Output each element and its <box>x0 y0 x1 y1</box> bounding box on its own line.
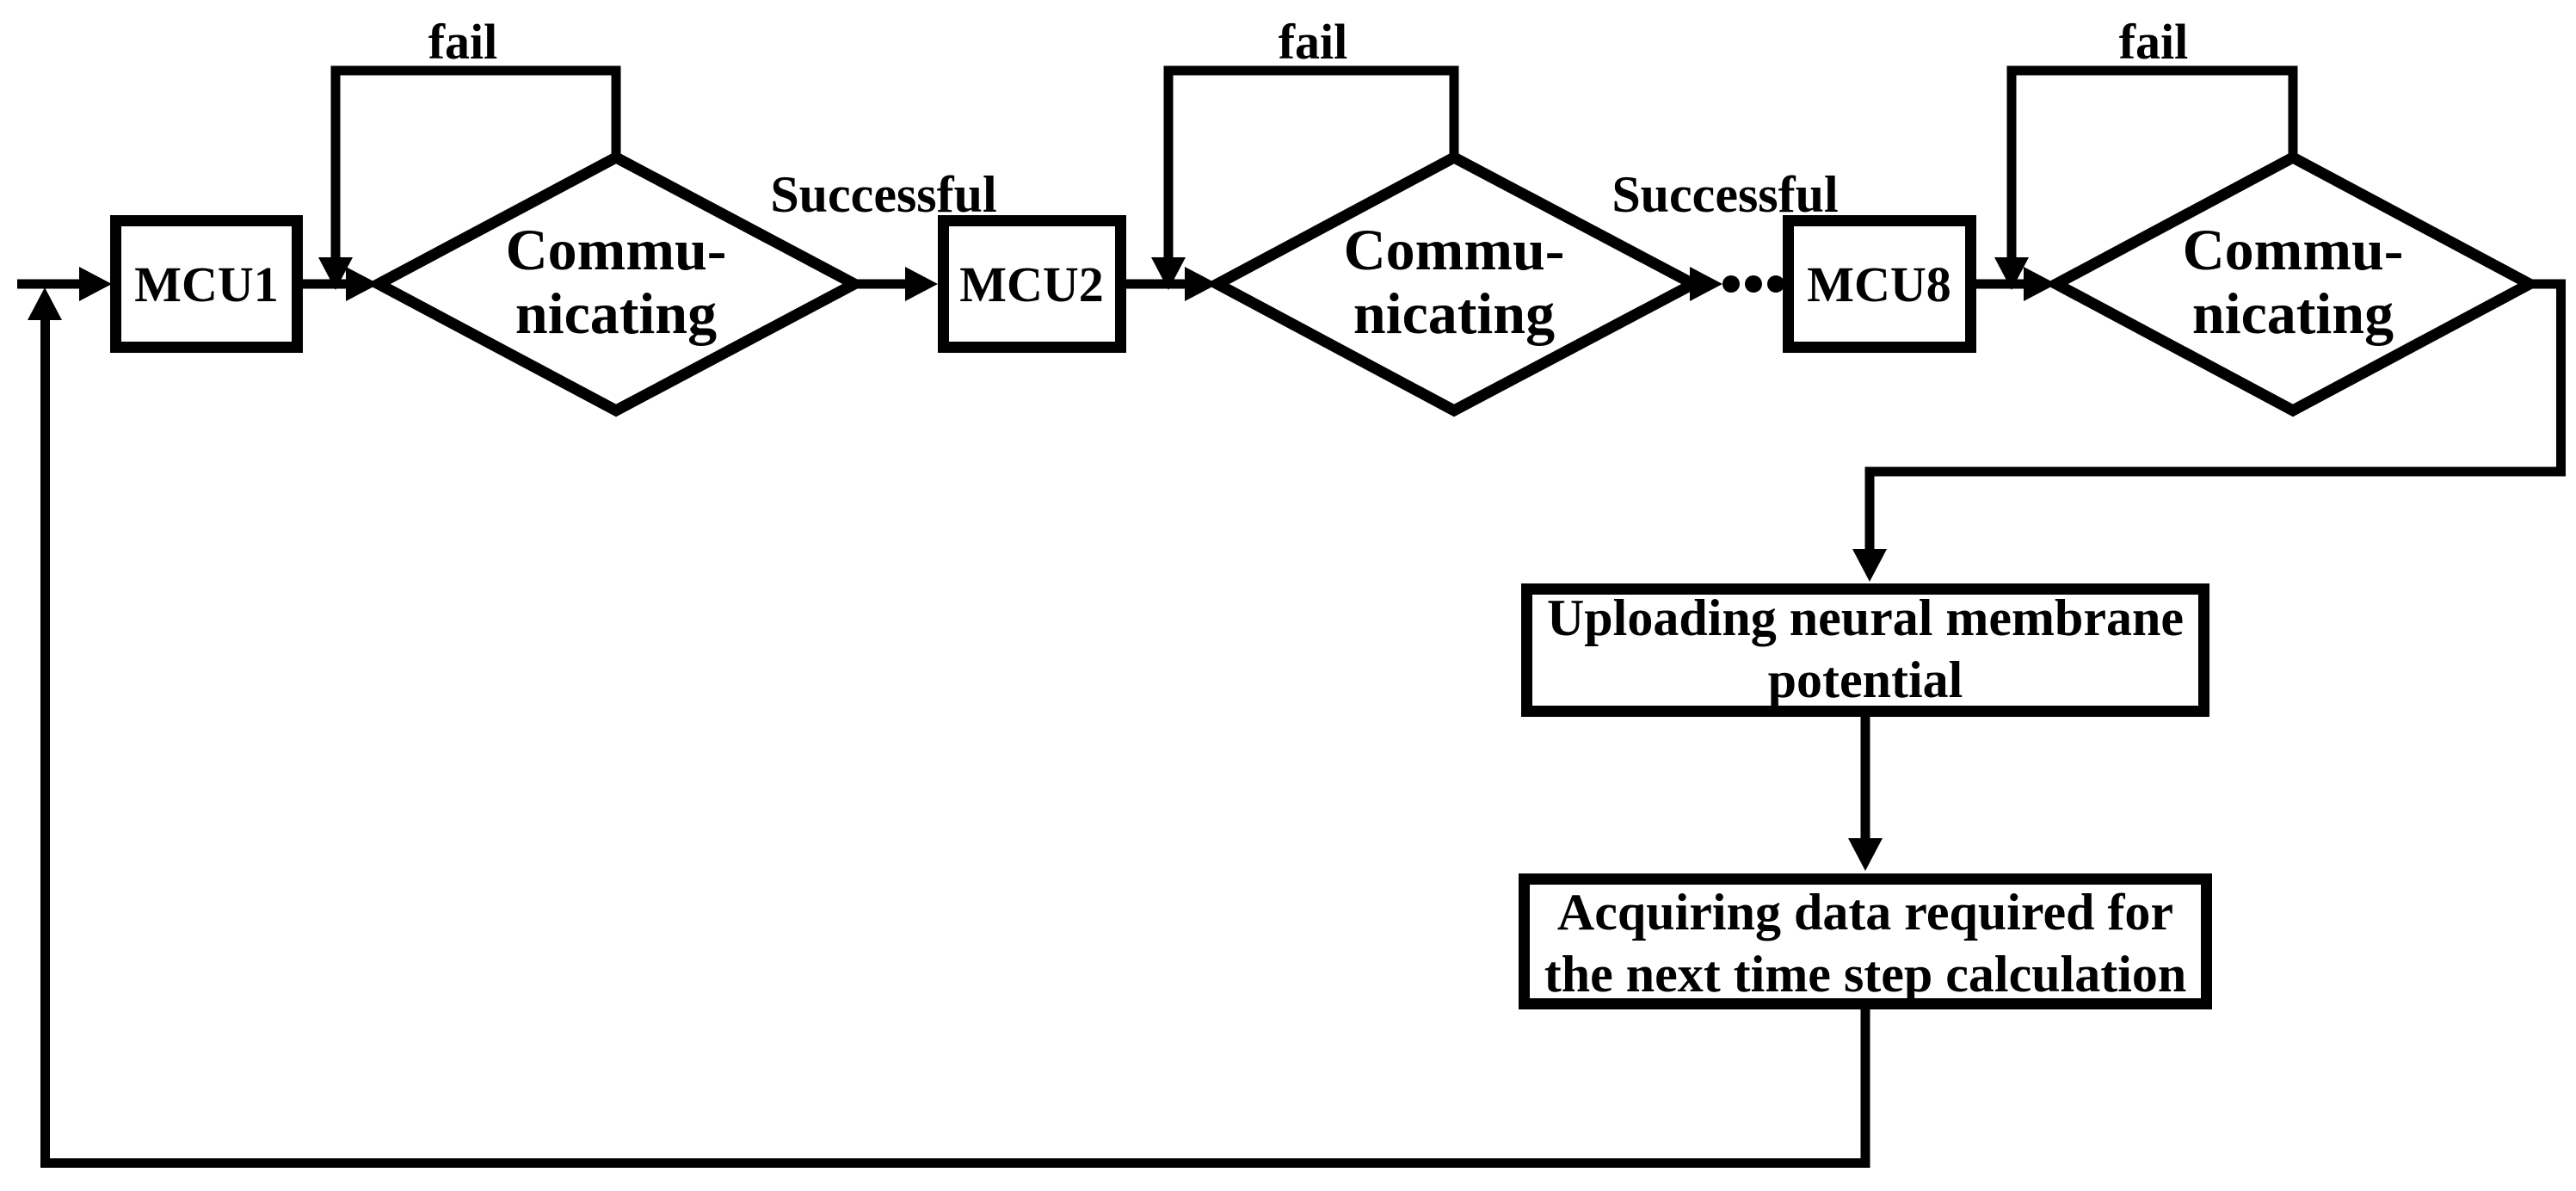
arrowhead-into-acquire-icon <box>1848 838 1883 871</box>
acquire-label-line2: the next time step calculation <box>1544 946 2187 1003</box>
arrowhead-before-dots-icon <box>1690 267 1722 301</box>
node-communicating-1: Commu- nicating <box>367 151 866 417</box>
fail-loop-3-line <box>2006 65 2298 258</box>
successful-label-2: Successful <box>1612 166 1838 223</box>
edge-fail-loop-2 <box>1151 65 1459 290</box>
arrowhead-fail-3-icon <box>1994 257 2029 290</box>
arrowhead-into-mcu2-icon <box>905 267 938 301</box>
mcu2-box <box>938 215 1126 353</box>
arrowhead-into-upload-icon <box>1852 549 1887 582</box>
arrowhead-feedback-up-icon <box>28 287 62 320</box>
fail-label-2: fail <box>1279 14 1348 70</box>
node-upload-potential: Uploading neural membrane potential <box>1521 583 2209 717</box>
mcu8-label: MCU8 <box>1807 256 1951 312</box>
fail-loop-2-line <box>1163 65 1459 258</box>
decision3-diamond <box>2044 151 2542 417</box>
arrowhead-into-decision3-icon <box>2024 267 2056 301</box>
arrowhead-into-decision2-icon <box>1185 267 1217 301</box>
mcu2-label: MCU2 <box>959 256 1104 312</box>
ellipsis-dot-1 <box>1722 275 1740 293</box>
acquire-label-line1: Acquiring data required for <box>1557 884 2173 941</box>
edge-fail-loop-1 <box>318 65 621 290</box>
ellipsis-dot-2 <box>1745 275 1762 293</box>
edge-feedback-loop <box>28 287 1870 1168</box>
upload-box <box>1521 583 2209 717</box>
upload-label-line2: potential <box>1768 651 1963 708</box>
ellipsis-dot-3 <box>1767 275 1784 293</box>
mcu1-label: MCU1 <box>134 256 279 312</box>
acquire-box <box>1519 873 2212 1009</box>
node-communicating-2: Commu- nicating <box>1205 151 1705 417</box>
decision2-label-line1: Commu- <box>1344 217 1565 282</box>
node-acquire-data: Acquiring data required for the next tim… <box>1519 873 2212 1009</box>
edge-start-into-mcu1 <box>17 267 112 301</box>
upload-label-line1: Uploading neural membrane <box>1547 589 2184 646</box>
edge-mcu8-to-decision3 <box>1976 267 2056 301</box>
node-mcu1: MCU1 <box>110 215 303 353</box>
fail-label-1: fail <box>428 14 498 70</box>
mcu1-box <box>110 215 303 353</box>
decision3-label-line1: Commu- <box>2183 217 2404 282</box>
decision2-diamond <box>1205 151 1705 417</box>
fail-loop-1-line <box>330 65 621 258</box>
arrowhead-fail-1-icon <box>318 257 353 290</box>
feedback-loop-line <box>40 320 1870 1168</box>
edge-fail-loop-3 <box>1994 65 2298 290</box>
decision1-diamond <box>367 151 866 417</box>
edge-mcu1-to-decision1 <box>303 267 379 301</box>
edge-upload-to-acquire <box>1848 717 1883 871</box>
edge-decision3-to-upload <box>1852 279 2566 582</box>
arrowhead-into-decision1-icon <box>346 267 379 301</box>
ellipsis-dots-icon <box>1722 275 1784 293</box>
decision3-upload-line <box>1864 279 2566 551</box>
node-mcu2: MCU2 <box>938 215 1126 353</box>
mcu8-box <box>1783 215 1976 353</box>
fail-label-3: fail <box>2119 14 2189 70</box>
successful-label-1: Successful <box>770 166 996 223</box>
node-mcu8: MCU8 <box>1783 215 1976 353</box>
node-communicating-3: Commu- nicating <box>2044 151 2542 417</box>
decision3-label-line2: nicating <box>2192 281 2394 346</box>
edge-decision1-to-mcu2 <box>854 267 938 301</box>
arrowhead-fail-2-icon <box>1151 257 1186 290</box>
decision1-label-line1: Commu- <box>506 217 727 282</box>
arrowhead-into-mcu1-icon <box>79 267 112 301</box>
decision2-label-line2: nicating <box>1353 281 1555 346</box>
decision1-label-line2: nicating <box>515 281 717 346</box>
edge-mcu2-to-decision2 <box>1126 267 1217 301</box>
